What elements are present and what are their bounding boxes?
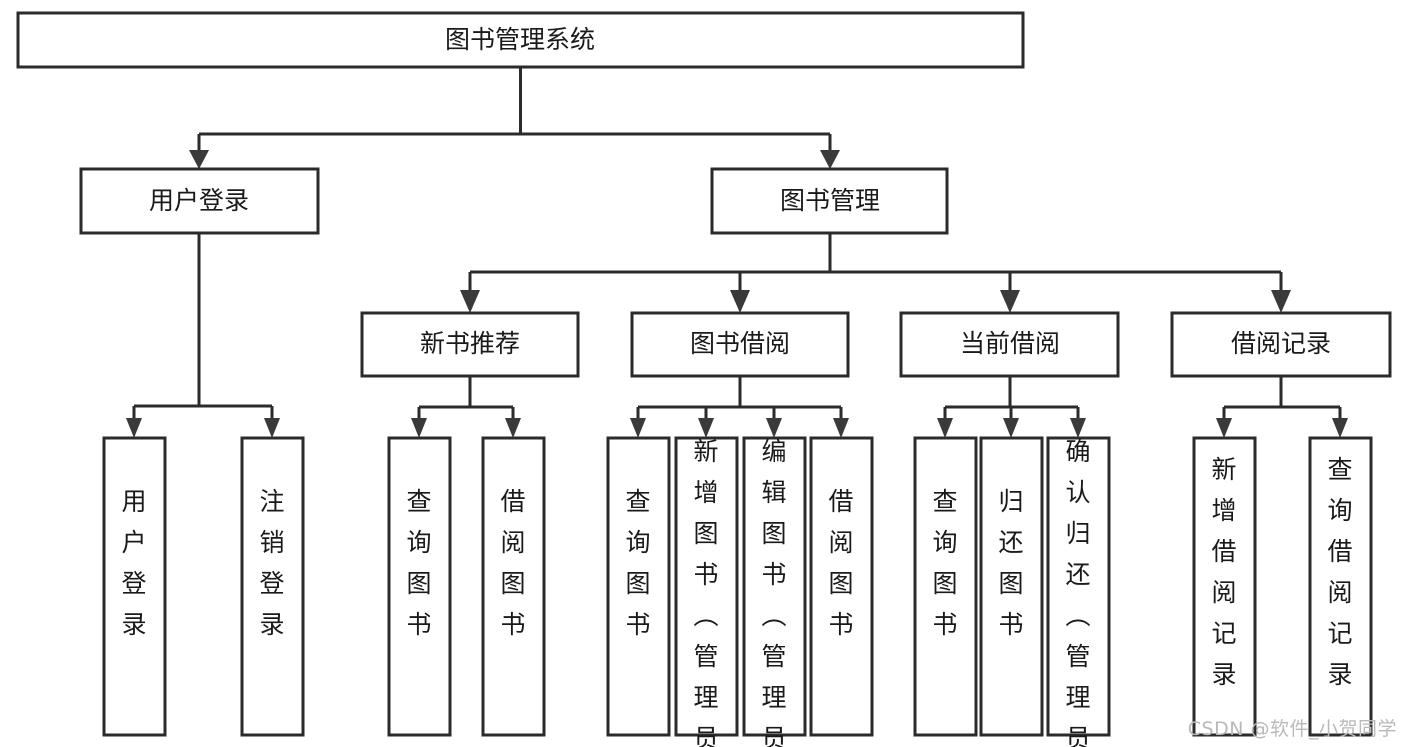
leaf-node-book-borrow-3-box[interactable] [742, 436, 807, 737]
leaf-node-user-login-2-label: 注销登录 [259, 487, 284, 639]
arrow-head-book-manage [820, 150, 840, 169]
leaf-node-book-borrow-4-label: 借阅图书 [828, 487, 853, 639]
connector-group-borrow-record [1216, 376, 1348, 438]
leaf-node-user-login-1[interactable]: 用户登录 [102, 436, 167, 737]
arrow-head-borrow-record [1271, 290, 1291, 313]
arrow-head-leaf-nb-1 [411, 418, 427, 438]
arrow-head-leaf-cb-3 [1070, 418, 1086, 438]
connector-group-root [189, 67, 840, 169]
connector-group-new-book [411, 376, 521, 438]
leaf-node-new-book-2[interactable]: 借阅图书 [481, 436, 546, 737]
connector-group-user-login [126, 233, 280, 438]
arrow-head-leaf-cb-1 [937, 418, 953, 438]
leaf-node-new-book-2-box[interactable] [481, 436, 546, 737]
csdn-watermark: CSDN @软件_小贺同学 [1187, 718, 1397, 740]
connector-group-book-borrow [630, 376, 849, 438]
leaf-node-user-login-2[interactable]: 注销登录 [240, 436, 305, 737]
leaf-node-current-borrow-3-label: 确认归还︵管理员︶ [1065, 437, 1090, 747]
leaf-node-book-borrow-3-label: 编辑图书︵管理员︶ [761, 437, 786, 747]
leaf-node-current-borrow-2-box[interactable] [979, 436, 1044, 737]
arrow-head-leaf-nb-2 [505, 418, 521, 438]
arrow-head-leaf-bb-3 [766, 418, 782, 438]
node-borrow-record-label: 借阅记录 [1231, 329, 1331, 358]
node-borrow-record-box[interactable] [1170, 311, 1392, 378]
arrow-head-leaf-bb-1 [630, 418, 646, 438]
node-new-book-recommend-label: 新书推荐 [420, 329, 520, 358]
arrow-head-leaf-user-login-2 [264, 418, 280, 438]
arrow-head-current-borrow [1000, 290, 1020, 313]
node-user-login-box[interactable] [79, 167, 320, 235]
leaf-node-book-borrow-1[interactable]: 查询图书 [606, 436, 671, 737]
node-book-manage-box[interactable] [710, 167, 949, 235]
node-root-system[interactable]: 图书管理系统 [16, 11, 1025, 69]
leaf-node-new-book-1-label: 查询图书 [406, 487, 431, 639]
leaf-node-borrow-record-1-box[interactable] [1192, 436, 1257, 737]
node-book-manage-label: 图书管理 [780, 186, 880, 215]
node-new-book-recommend-box[interactable] [360, 311, 580, 378]
leaf-node-current-borrow-1-box[interactable] [913, 436, 978, 737]
arrow-head-new-book [460, 290, 480, 313]
leaf-node-borrow-record-1-label: 新增借阅记录 [1211, 455, 1236, 689]
node-book-borrow[interactable]: 图书借阅 [630, 311, 850, 378]
arrow-head-leaf-br-1 [1216, 418, 1232, 438]
leaf-node-new-book-1-box[interactable] [387, 436, 452, 737]
node-book-borrow-label: 图书借阅 [690, 329, 790, 358]
node-new-book-recommend[interactable]: 新书推荐 [360, 311, 580, 378]
leaf-node-current-borrow-3[interactable]: 确认归还︵管理员︶ [1046, 436, 1111, 747]
leaf-node-user-login-2-box[interactable] [240, 436, 305, 737]
leaf-node-book-borrow-1-label: 查询图书 [625, 487, 650, 639]
arrow-head-book-borrow [730, 290, 750, 313]
arrow-head-leaf-bb-2 [698, 418, 714, 438]
leaf-node-new-book-2-label: 借阅图书 [500, 487, 525, 639]
arrow-head-leaf-br-2 [1332, 418, 1348, 438]
leaf-node-book-borrow-4-box[interactable] [809, 436, 874, 737]
arrow-head-leaf-cb-2 [1003, 418, 1019, 438]
leaf-node-borrow-record-2-label: 查询借阅记录 [1327, 455, 1352, 689]
arrow-head-leaf-user-login-1 [126, 418, 142, 438]
leaf-node-new-book-1[interactable]: 查询图书 [387, 436, 452, 737]
leaf-node-book-borrow-2-label: 新增图书︵管理员︶ [693, 437, 718, 747]
leaf-node-borrow-record-2-box[interactable] [1308, 436, 1373, 737]
node-current-borrow-label: 当前借阅 [960, 329, 1060, 358]
leaf-node-current-borrow-2-label: 归还图书 [998, 487, 1023, 639]
arrow-head-user-login [189, 150, 209, 169]
node-book-borrow-box[interactable] [630, 311, 850, 378]
node-current-borrow[interactable]: 当前借阅 [899, 311, 1120, 378]
leaf-node-current-borrow-2[interactable]: 归还图书 [979, 436, 1044, 737]
leaf-node-book-borrow-2[interactable]: 新增图书︵管理员︶ [674, 436, 739, 747]
leaf-node-user-login-1-box[interactable] [102, 436, 167, 737]
leaf-node-borrow-record-1[interactable]: 新增借阅记录 [1192, 436, 1257, 737]
connector-group-book-manage [460, 233, 1291, 313]
node-current-borrow-box[interactable] [899, 311, 1120, 378]
leaf-node-current-borrow-1-label: 查询图书 [932, 487, 957, 639]
leaf-node-book-borrow-3[interactable]: 编辑图书︵管理员︶ [742, 436, 807, 747]
node-root-system-box[interactable] [16, 11, 1025, 69]
node-root-system-label: 图书管理系统 [445, 25, 595, 54]
leaf-node-book-borrow-1-box[interactable] [606, 436, 671, 737]
leaf-node-book-borrow-2-box[interactable] [674, 436, 739, 737]
connector-group-current-borrow [937, 376, 1086, 438]
arrow-head-leaf-bb-4 [833, 418, 849, 438]
leaf-node-borrow-record-2[interactable]: 查询借阅记录 [1308, 436, 1373, 737]
node-user-login-label: 用户登录 [149, 186, 249, 215]
leaf-node-user-login-1-label: 用户登录 [121, 487, 146, 639]
leaf-node-book-borrow-4[interactable]: 借阅图书 [809, 436, 874, 737]
node-borrow-record[interactable]: 借阅记录 [1170, 311, 1392, 378]
leaf-node-current-borrow-1[interactable]: 查询图书 [913, 436, 978, 737]
node-user-login[interactable]: 用户登录 [79, 167, 320, 235]
node-book-manage[interactable]: 图书管理 [710, 167, 949, 235]
leaf-node-current-borrow-3-box[interactable] [1046, 436, 1111, 737]
